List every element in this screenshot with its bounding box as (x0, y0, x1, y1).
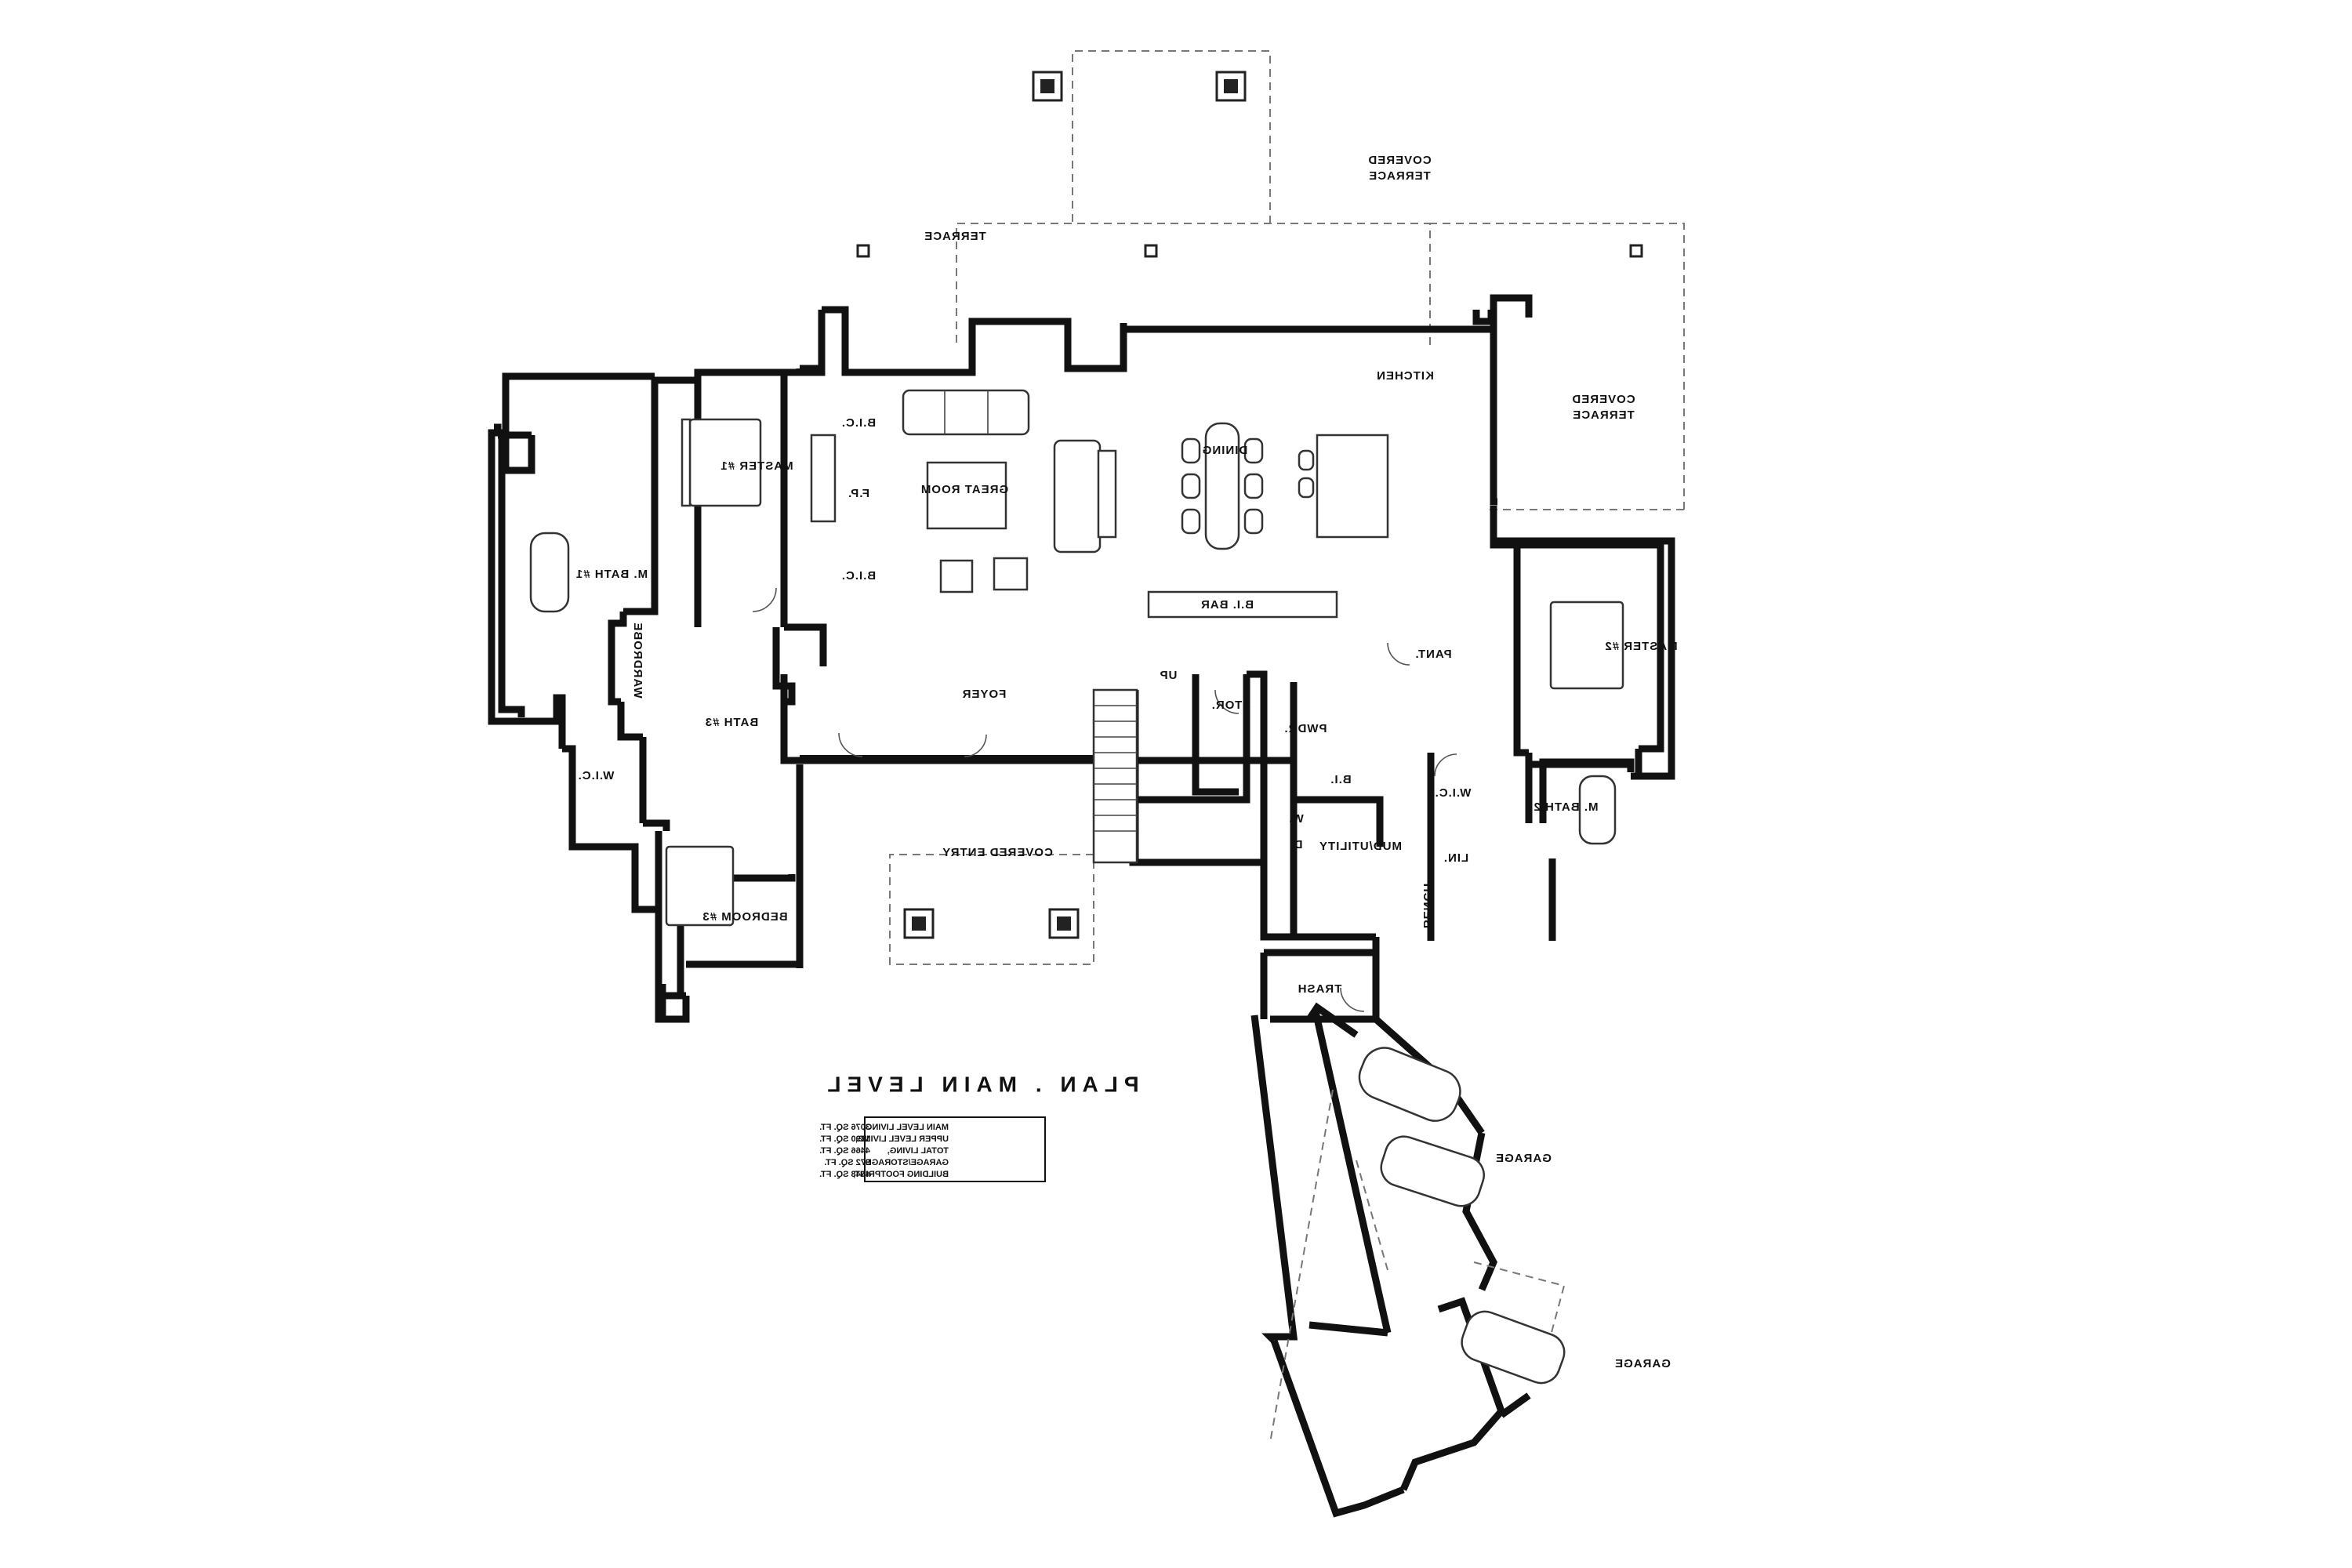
area-value-3: 972 SQ. FT. (824, 1158, 870, 1167)
area-value-0: 3076 SQ. FT. (819, 1123, 870, 1132)
label-master2: MASTER #2 (1604, 640, 1677, 653)
label-covered-terrace-right-2: TERRACE (1572, 408, 1635, 422)
label-bench: BENCH (1421, 883, 1434, 928)
label-lin: LIN. (1443, 851, 1468, 865)
label-w: W. (1288, 812, 1304, 826)
label-foyer: FOYER (962, 688, 1007, 701)
plan-title: PLAN . MAIN LEVEL (821, 1072, 1138, 1096)
label-covered-terrace-right-1: COVERED (1571, 393, 1635, 406)
label-great-room: GREAT ROOM (920, 483, 1008, 496)
label-stor: STOR. (1211, 699, 1251, 712)
label-garage-main: GARAGE (1495, 1152, 1552, 1165)
label-wardrobe: WARDROBE (631, 622, 644, 698)
label-mbath2: M. BATH 2 (1534, 800, 1599, 814)
mirrored-plan (488, 50, 1685, 1518)
label-wic-left: W.I.C. (578, 769, 615, 782)
label-covered-terrace-top-1: COVERED (1367, 154, 1431, 167)
terrace-posts (856, 71, 1643, 258)
label-garage-lower: GARAGE (1614, 1357, 1671, 1370)
exterior-walls (780, 294, 1675, 823)
label-bedroom3: BEDROOM #3 (702, 910, 787, 924)
label-bi-bar: B.I. BAR (1200, 598, 1254, 612)
label-pwdr: PWDR. (1284, 722, 1327, 735)
area-label-3: GARAGE/STORAGE, (863, 1158, 949, 1167)
label-pant: PANT. (1414, 648, 1451, 661)
master1-wing-walls (488, 368, 826, 1000)
label-mud-utility: MUD/UTILITY (1319, 840, 1402, 853)
label-kitchen: KITCHEN (1376, 369, 1434, 383)
door-swings (752, 587, 1457, 1012)
area-label-2: TOTAL LIVING, (887, 1146, 949, 1156)
area-value-4: 4048 SQ. FT. (819, 1170, 870, 1179)
furniture (529, 389, 1624, 1385)
label-bath3: BATH #3 (705, 716, 758, 729)
label-master1: MASTER #1 (720, 459, 793, 473)
covered-terrace-top-outline (956, 50, 1685, 510)
area-label-0: MAIN LEVEL LIVING, (863, 1123, 949, 1132)
area-label-4: BUILDING FOOTPRINT, (853, 1170, 949, 1179)
label-up: UP (1160, 669, 1178, 682)
label-fp: F.P. (848, 487, 869, 500)
area-value-1: 1390 SQ. FT. (819, 1134, 870, 1144)
area-table-box (864, 1116, 1046, 1182)
label-trash: TRASH (1298, 982, 1342, 996)
area-value-2: 4466 SQ. FT. (819, 1146, 870, 1156)
label-covered-terrace-top-2: TERRACE (1368, 169, 1431, 183)
label-bic-top: B.I.C. (841, 416, 876, 430)
label-terrace: TERRACE (924, 230, 986, 243)
area-label-1: UPPER LEVEL LIVING, (855, 1134, 949, 1144)
label-mbath1: M. BATH #1 (575, 568, 648, 581)
label-dining: DINING (1202, 444, 1248, 457)
covered-entry (889, 854, 1094, 965)
label-wic-right: W.I.C. (1435, 786, 1472, 800)
room-labels: TERRACE COVERED TERRACE COVERED TERRACE … (575, 154, 1678, 1370)
label-bi: B.I. (1330, 773, 1351, 786)
label-covered-entry: COVERED ENTRY (942, 846, 1053, 859)
label-bic-bottom: B.I.C. (841, 569, 876, 583)
area-table: 3076 SQ. FT. MAIN LEVEL LIVING, 1390 SQ.… (819, 1116, 1046, 1182)
label-d: D. (1290, 838, 1303, 851)
master2-wing-walls (1427, 541, 1664, 941)
